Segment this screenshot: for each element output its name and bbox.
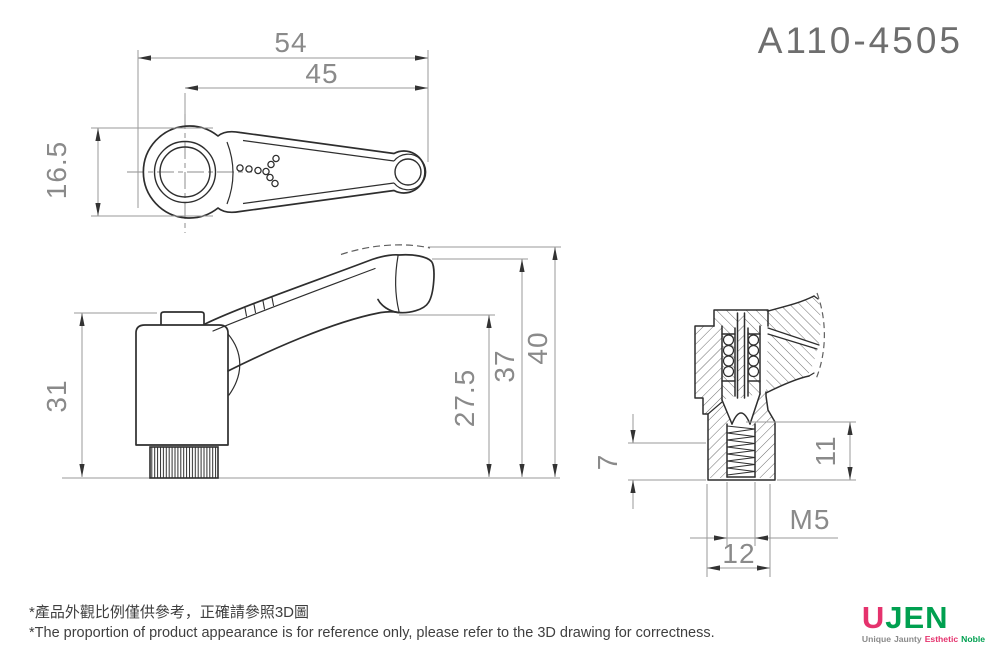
break-line (815, 292, 825, 380)
tagline-word-esthetic: Esthetic (924, 634, 959, 644)
dim-label-45: 45 (305, 58, 338, 89)
logo-letters-jen: JEN (885, 600, 949, 635)
lever-side-outline (135, 253, 435, 446)
dim-label-7: 7 (592, 454, 623, 471)
part-number: A110-4505 (757, 20, 963, 61)
phantom-line (340, 244, 431, 256)
section-outline (694, 295, 820, 481)
top-view: 54 45 16.5 (41, 27, 429, 233)
disclaimer-zh: *產品外觀比例僅供參考，正確請參照3D圖 (29, 604, 310, 621)
footer-disclaimer: *產品外觀比例僅供參考，正確請參照3D圖 *The proportion of … (29, 601, 715, 641)
tagline-word-noble: Noble (961, 634, 985, 644)
tagline-word-unique: Unique (861, 634, 891, 644)
dim-label-31: 31 (41, 379, 72, 412)
tagline-word-jaunty: Jaunty (893, 634, 922, 644)
disclaimer-en: *The proportion of product appearance is… (29, 625, 715, 641)
dim-label-54: 54 (274, 27, 307, 58)
logo-letter-u: U (861, 600, 886, 635)
ujen-logo-wordmark: UJEN (862, 602, 988, 633)
lever-top-outline (142, 125, 427, 219)
top-view-dim-lines (91, 50, 429, 217)
side-view-dim-lines (62, 246, 561, 479)
top-view-centerlines (127, 112, 252, 233)
section-view: 7 11 M5 12 (592, 292, 856, 577)
dim-label-27-5: 27.5 (449, 369, 480, 428)
side-view: 31 27.5 37 40 (41, 244, 561, 479)
dim-label-40: 40 (522, 331, 553, 364)
spring-balls (722, 334, 760, 378)
thread-spec-label: M5 (790, 504, 831, 535)
dim-label-16-5: 16.5 (41, 141, 72, 200)
side-dimple-ticks (244, 296, 275, 317)
thread-profile (726, 425, 756, 476)
knurled-insert (149, 446, 219, 479)
dim-label-11: 11 (810, 435, 841, 466)
dimple-dots-pattern (236, 154, 280, 188)
dim-label-37: 37 (489, 349, 520, 382)
dim-label-12: 12 (722, 538, 755, 569)
